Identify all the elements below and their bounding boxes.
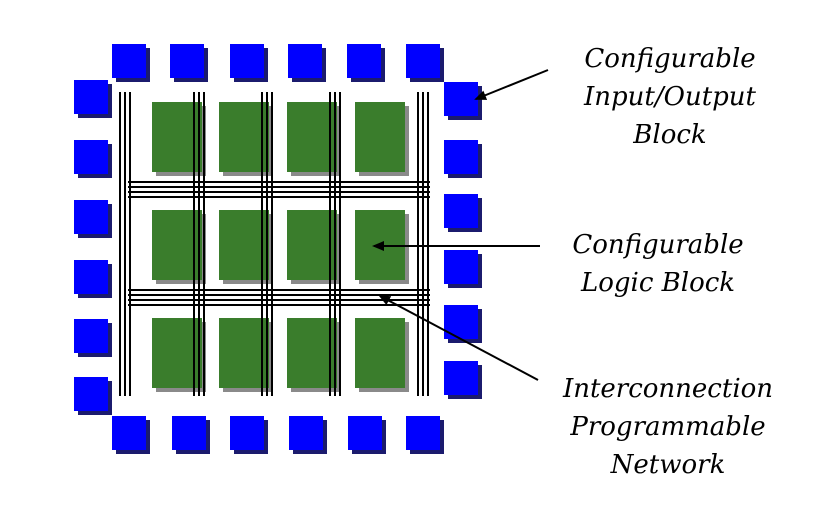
logic-block-label-line-2: Logic Block [580,268,736,298]
io-block-bottom-5 [348,416,382,450]
logic-block-r1-c3 [287,102,337,172]
io-block-left-2 [74,140,108,174]
io-block-right-6 [444,361,478,395]
network-label-line-2: Programmable [570,412,766,442]
io-block-bottom-3 [230,416,264,450]
arrow-to-network [378,295,539,381]
logic-block-r3-c4 [355,318,405,388]
network-label-line-3: Network [610,450,726,480]
io-block-label: Configurable Input/Output Block [560,40,780,154]
io-block-top-2 [170,44,204,78]
io-block-right-3 [444,194,478,228]
io-block-bottom-2 [172,416,206,450]
arrow-to-io-block [474,69,549,100]
io-block-right-1 [444,82,478,116]
io-block-bottom-6 [406,416,440,450]
io-block-right-4 [444,250,478,284]
logic-block-r3-c3 [287,318,337,388]
io-block-top-5 [347,44,381,78]
io-block-bottom-1 [112,416,146,450]
io-block-top-3 [230,44,264,78]
logic-block-r2-c3 [287,210,337,280]
io-block-label-line-1: Configurable [584,44,756,74]
io-block-label-line-2: Input/Output [584,82,756,112]
logic-block-r3-c2 [219,318,269,388]
io-block-top-6 [406,44,440,78]
io-block-left-3 [74,200,108,234]
logic-block-r1-c2 [219,102,269,172]
io-block-bottom-4 [289,416,323,450]
logic-block-label: Configurable Logic Block [548,226,768,302]
io-block-left-4 [74,260,108,294]
io-block-top-1 [112,44,146,78]
logic-block-r2-c2 [219,210,269,280]
io-block-right-5 [444,305,478,339]
io-block-top-4 [288,44,322,78]
io-block-label-line-3: Block [633,120,707,150]
io-block-left-5 [74,319,108,353]
logic-block-label-line-1: Configurable [572,230,744,260]
io-block-left-1 [74,80,108,114]
logic-block-r1-c4 [355,102,405,172]
network-label: Interconnection Programmable Network [548,370,788,484]
network-label-line-1: Interconnection [562,374,774,404]
io-block-right-2 [444,140,478,174]
io-block-left-6 [74,377,108,411]
